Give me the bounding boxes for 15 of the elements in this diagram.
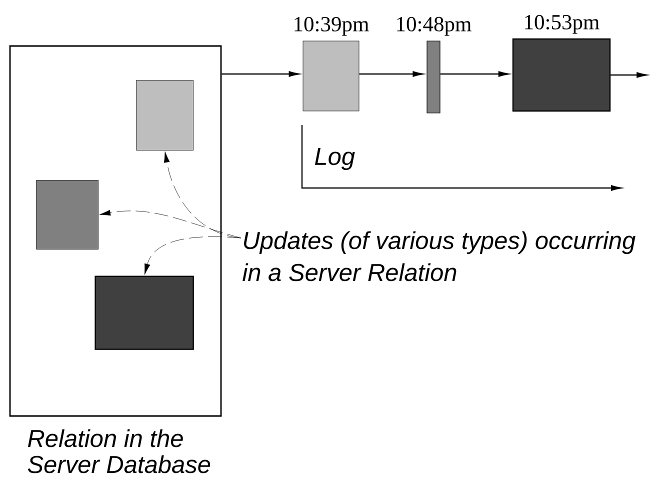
update-box <box>94 276 194 350</box>
time-label: 10:39pm <box>294 16 369 36</box>
box-label: Relation in the Server Database <box>28 429 210 474</box>
leader-arrow <box>100 210 242 238</box>
arrow <box>610 72 647 78</box>
arrow <box>440 71 509 77</box>
time-label: 10:53pm <box>525 14 600 34</box>
update-box <box>36 180 98 250</box>
arrow <box>222 71 300 77</box>
annotation: Updates (of various types) occurring in a Server Relation <box>242 231 636 282</box>
leader-arrow <box>144 236 242 275</box>
update-box <box>136 80 194 150</box>
arrow <box>359 71 424 77</box>
time-label: 10:48pm <box>397 16 472 36</box>
log-label: Log <box>314 148 355 170</box>
